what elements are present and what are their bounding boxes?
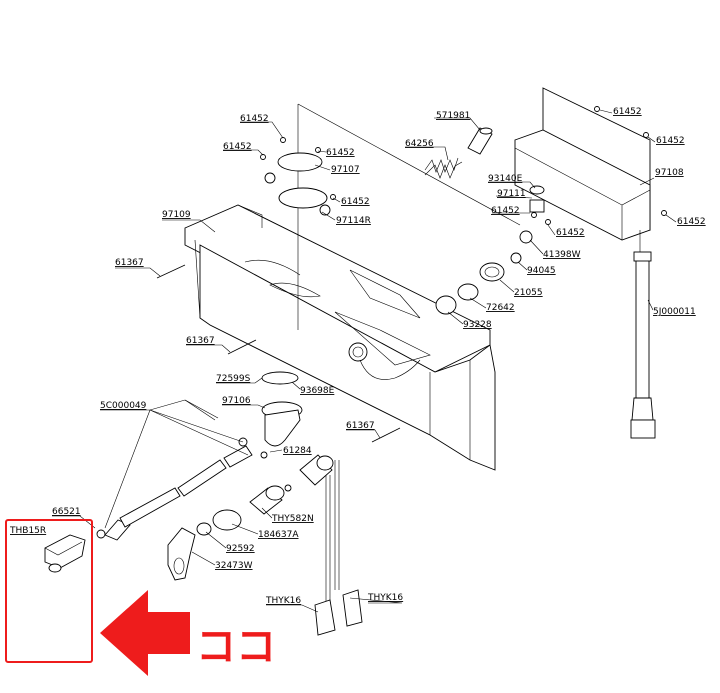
label-61452: 61452 xyxy=(677,217,706,227)
label-97108: 97108 xyxy=(655,168,684,178)
label-93228: 93228 xyxy=(463,320,492,330)
label-61452: 61452 xyxy=(656,136,685,146)
label-571981: 571981 xyxy=(436,111,470,121)
label-thy582n: THY582N xyxy=(271,514,314,524)
label-61367: 61367 xyxy=(115,258,144,268)
sleeve xyxy=(467,127,493,155)
label-61452: 61452 xyxy=(491,206,520,216)
lever xyxy=(167,527,196,581)
flex-cable xyxy=(96,399,253,541)
tray-body xyxy=(184,204,496,471)
label-97109: 97109 xyxy=(162,210,191,220)
label-64256: 64256 xyxy=(405,139,434,149)
label-thb15r: THB15R xyxy=(9,526,46,536)
drain-assembly xyxy=(260,371,303,459)
small-fittings xyxy=(435,185,545,315)
label-32473w: 32473W xyxy=(215,561,253,571)
label-92592: 92592 xyxy=(226,544,255,554)
label-61452: 61452 xyxy=(556,228,585,238)
label-93140e: 93140E xyxy=(488,174,523,184)
label-94045: 94045 xyxy=(527,266,556,276)
callout-text: ココ xyxy=(196,624,276,670)
label-5j000011: 5J000011 xyxy=(653,307,696,317)
label-thyk16: THYK16 xyxy=(265,596,301,606)
label-72599s: 72599S xyxy=(216,374,251,384)
leader-lines xyxy=(52,109,677,613)
label-61452: 61452 xyxy=(240,114,269,124)
guide-line-2 xyxy=(297,103,521,226)
label-61367: 61367 xyxy=(186,336,215,346)
label-72642: 72642 xyxy=(486,303,515,313)
label-97114r: 97114R xyxy=(336,216,371,226)
pipe xyxy=(630,251,656,439)
hoses xyxy=(314,460,363,636)
label-93698e: 93698E xyxy=(300,386,335,396)
part-labels: 61452 61452 61452 97107 61452 97114R 971… xyxy=(9,107,706,606)
label-21055: 21055 xyxy=(514,288,543,298)
label-184637a: 184637A xyxy=(258,530,299,540)
label-97106: 97106 xyxy=(222,396,251,406)
cover-plate xyxy=(514,87,651,258)
red-arrow-icon xyxy=(100,590,190,676)
screw-marks xyxy=(260,106,667,225)
label-61284: 61284 xyxy=(283,446,312,456)
label-thyk16: THYK16 xyxy=(367,593,403,603)
highlight-box xyxy=(5,519,93,663)
label-97111: 97111 xyxy=(497,189,526,199)
label-5c000049: 5C000049 xyxy=(100,401,147,411)
label-61452: 61452 xyxy=(223,142,252,152)
bolts xyxy=(156,264,401,443)
label-61367: 61367 xyxy=(346,421,375,431)
thb15r-part xyxy=(44,534,86,573)
label-61452: 61452 xyxy=(341,197,370,207)
label-66521: 66521 xyxy=(52,507,81,517)
spring xyxy=(424,157,463,179)
label-61452: 61452 xyxy=(326,148,355,158)
label-61452: 61452 xyxy=(613,107,642,117)
label-97107: 97107 xyxy=(331,165,360,175)
brackets xyxy=(264,152,331,216)
label-41398w: 41398W xyxy=(543,250,581,260)
